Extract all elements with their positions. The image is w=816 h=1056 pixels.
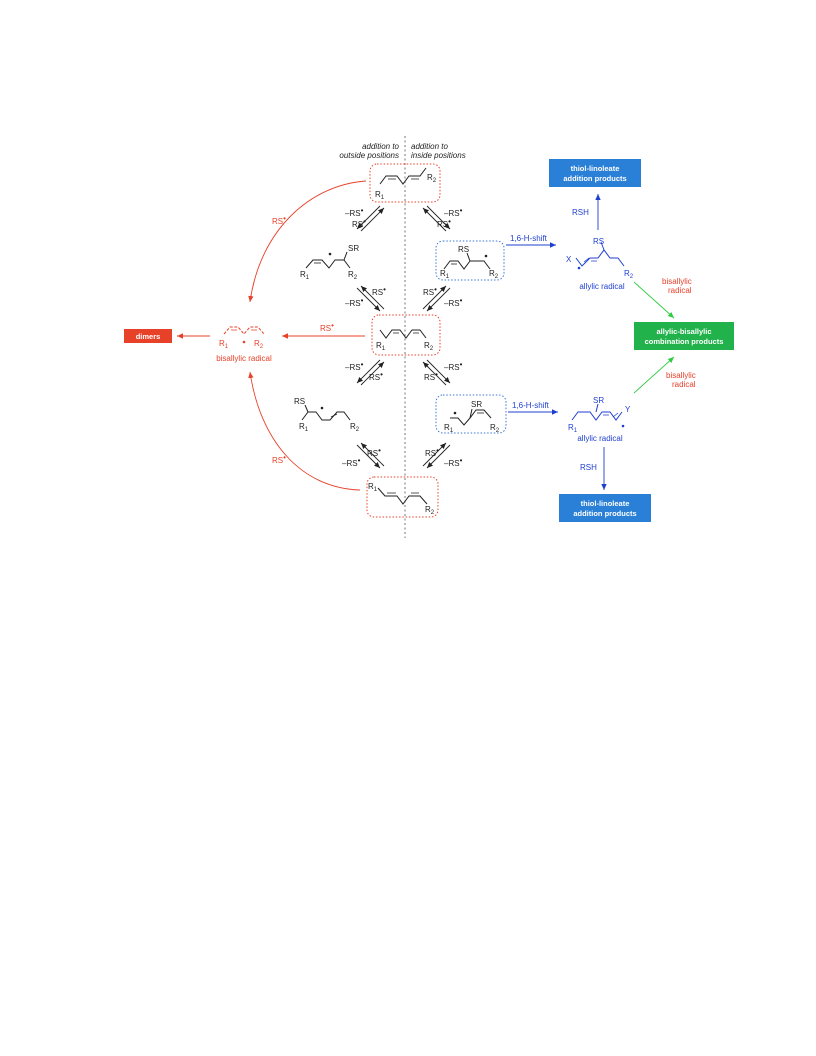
minus-rs-label: –RS•	[345, 360, 364, 372]
radical-dot	[328, 252, 332, 256]
minus-rs-label: –RS•	[444, 296, 463, 308]
linoleate-top: R1 R2	[369, 163, 441, 203]
equilibrium-arrows	[356, 205, 451, 469]
r1-label: R1	[375, 190, 385, 201]
linoleate-bottom: R1 R2	[366, 476, 439, 518]
r1-label: R1	[444, 423, 454, 434]
bisallylic-label: bisallylic	[666, 371, 696, 380]
radical-dot	[453, 411, 457, 415]
linoleate-middle: R1 R2	[371, 314, 441, 356]
sr-label: SR	[593, 396, 604, 405]
minus-rs-label: –RS•	[345, 206, 364, 218]
rs-radical-label: RS•	[423, 285, 437, 297]
r2-label: R2	[490, 423, 500, 434]
radical-dot	[621, 424, 625, 428]
r1-label: R1	[219, 339, 229, 350]
inside-adduct-top-box	[435, 240, 505, 281]
dimers-label: dimers	[136, 332, 161, 341]
thiol-top-line1: thiol-linoleate	[571, 164, 620, 173]
linoleate-top-box	[369, 163, 441, 203]
thiol-top-line2: addition products	[563, 174, 626, 183]
bisallylic-radical-caption: bisallylic radical	[216, 354, 272, 363]
r1-label: R1	[299, 422, 309, 433]
r2-label: R2	[424, 341, 434, 352]
inside-adduct-bottom-box	[435, 394, 507, 434]
allylic-radical-top: RS X R2 allylic radical	[566, 237, 634, 291]
r1-label: R1	[440, 269, 450, 280]
rs-label: RS	[593, 237, 604, 246]
sr-label: SR	[471, 400, 482, 409]
r2-label: R2	[348, 270, 358, 281]
rs-label: RS	[458, 245, 469, 254]
allylic-radical-caption: allylic radical	[579, 282, 625, 291]
rs-radical-label: RS•	[437, 217, 451, 229]
y-label: Y	[625, 405, 631, 414]
header-outside-line2: outside positions	[339, 151, 399, 160]
outside-adduct-bottom: RS R1 R2	[294, 397, 360, 433]
rs-radical-label: RS•	[424, 370, 438, 382]
linoleate-middle-box	[371, 314, 441, 356]
inside-adduct-top: RS R1 R2	[435, 240, 505, 281]
thiol-products-top-box: thiol-linoleate addition products	[549, 159, 641, 187]
r1-label: R1	[368, 482, 378, 493]
r1-label: R1	[376, 341, 386, 352]
radical-dot	[320, 406, 324, 410]
rs-radical-label: RS•	[369, 370, 383, 382]
rs-radical-label: RS•	[272, 453, 286, 465]
r2-label: R2	[425, 505, 435, 516]
inside-adduct-bottom: SR R1 R2	[435, 394, 507, 434]
combination-line1: allylic-bisallylic	[656, 327, 711, 336]
green-arrows	[633, 281, 675, 394]
thiol-products-bottom-box: thiol-linoleate addition products	[559, 494, 651, 522]
thiol-bottom-line2: addition products	[573, 509, 636, 518]
dimers-box: dimers	[124, 329, 172, 343]
bisallylic-radical: R1 R2 bisallylic radical	[216, 326, 272, 363]
red-arrows	[177, 180, 367, 491]
radical-label: radical	[672, 380, 696, 389]
rsh-label: RSH	[580, 463, 597, 472]
h-shift-label: 1,6-H-shift	[510, 234, 548, 243]
thiol-bottom-line1: thiol-linoleate	[581, 499, 630, 508]
minus-rs-label: –RS•	[444, 456, 463, 468]
r2-label: R2	[489, 269, 499, 280]
minus-rs-label: –RS•	[444, 206, 463, 218]
rs-label: RS	[294, 397, 305, 406]
minus-rs-label: –RS•	[342, 456, 361, 468]
combination-line2: combination products	[645, 337, 724, 346]
r2-label: R2	[254, 339, 264, 350]
rs-radical-label: RS•	[372, 285, 386, 297]
r1-label: R1	[300, 270, 310, 281]
bisallylic-label: bisallylic	[662, 277, 692, 286]
outside-adduct-top: SR R1 R2	[300, 244, 359, 281]
sr-label: SR	[348, 244, 359, 253]
header-inside-line2: inside positions	[411, 151, 466, 160]
h-shift-label: 1,6-H-shift	[512, 401, 550, 410]
r2-label: R2	[624, 269, 634, 280]
r2-label: R2	[350, 422, 360, 433]
combination-products-box: allylic-bisallylic combination products	[634, 322, 734, 350]
rs-radical-label: RS•	[425, 446, 439, 458]
r2-label: R2	[427, 173, 437, 184]
rs-radical-label: RS•	[352, 217, 366, 229]
blue-arrows	[506, 194, 607, 490]
radical-dot	[577, 266, 581, 270]
allylic-radical-caption: allylic radical	[577, 434, 623, 443]
equilibrium-labels: –RS• RS• –RS• RS• RS• –RS• RS• –RS• –RS•…	[342, 206, 463, 468]
rs-radical-label: RS•	[272, 214, 286, 226]
radical-label: radical	[668, 286, 692, 295]
x-label: X	[566, 255, 572, 264]
rsh-label: RSH	[572, 208, 589, 217]
radical-dot	[484, 254, 488, 258]
rs-radical-label: RS•	[367, 446, 381, 458]
allylic-radical-bottom: SR Y R1 allylic radical	[568, 396, 631, 443]
header-outside-line1: addition to	[362, 142, 399, 151]
r1-label: R1	[568, 423, 578, 434]
minus-rs-label: –RS•	[345, 296, 364, 308]
header-inside-line1: addition to	[411, 142, 448, 151]
minus-rs-label: –RS•	[444, 360, 463, 372]
rs-radical-label: RS•	[320, 321, 334, 333]
linoleate-bottom-box	[366, 476, 439, 518]
radical-dot	[242, 340, 246, 344]
